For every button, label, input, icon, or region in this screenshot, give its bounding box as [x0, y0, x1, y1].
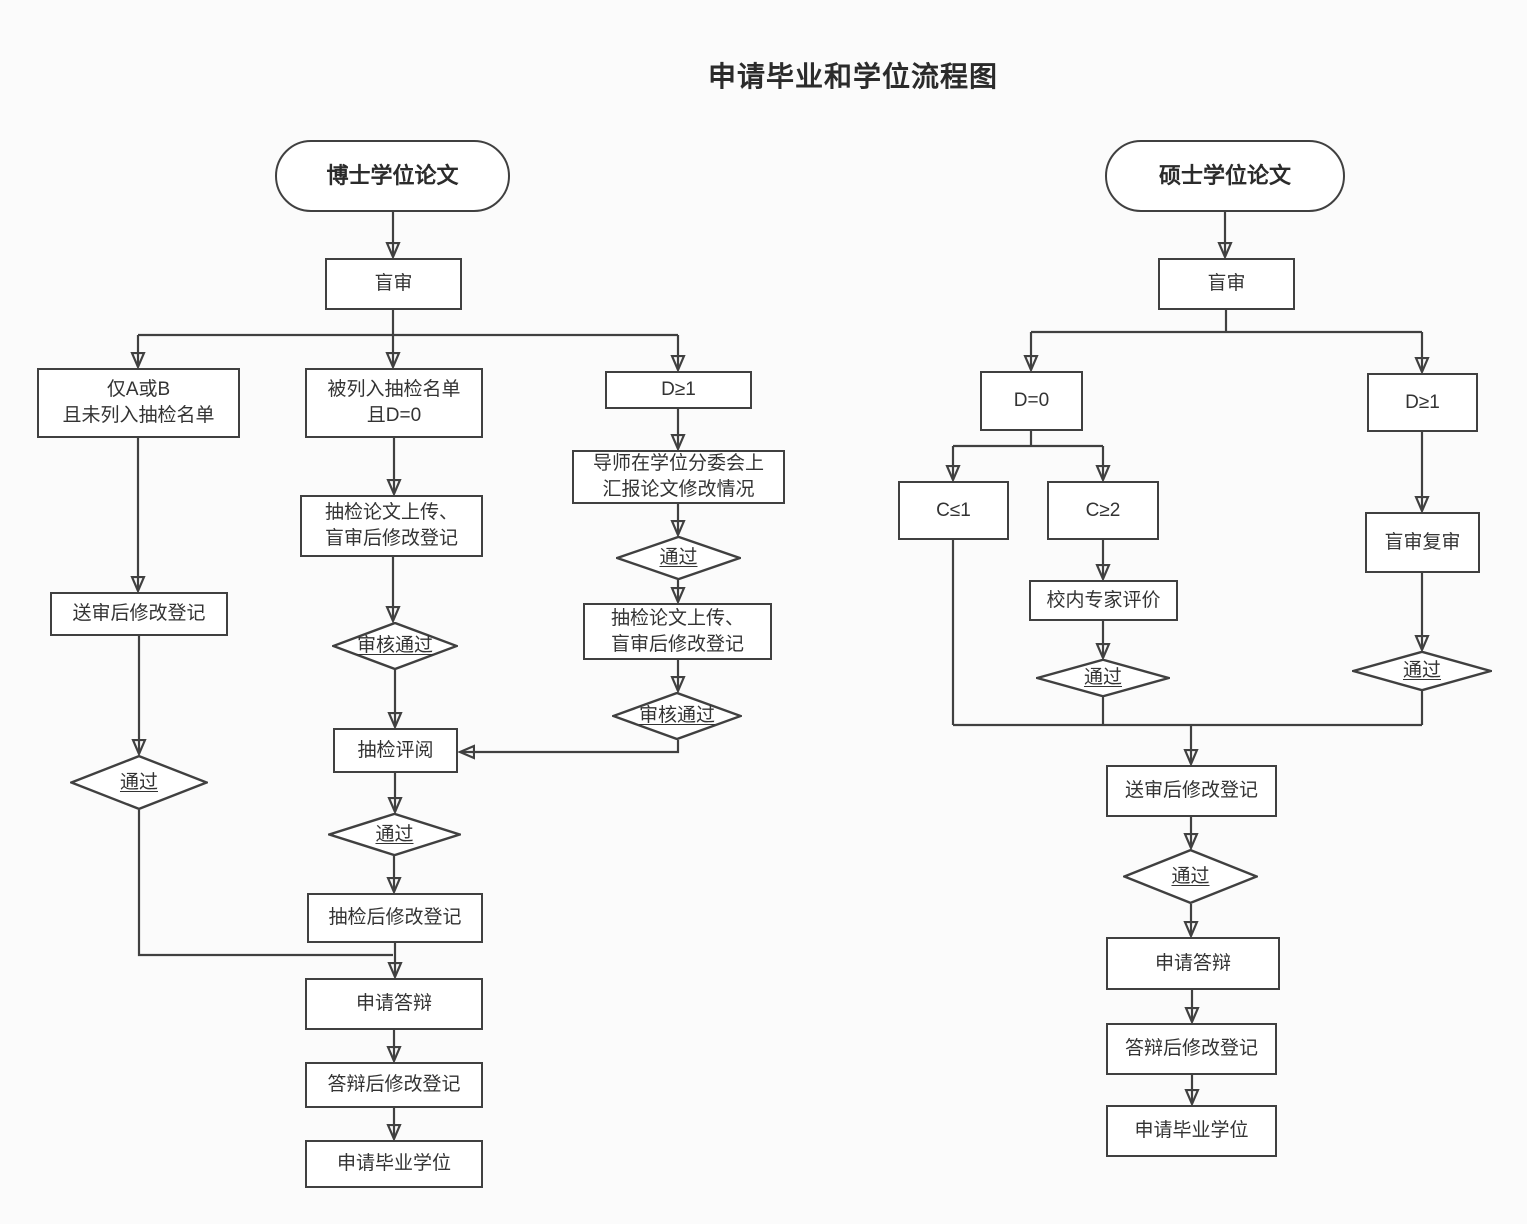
diamond-shape [616, 536, 741, 580]
ms-post-review-registration-box: 送审后修改登记 [1106, 765, 1277, 817]
phd-post-spot-check-registration-box: 抽检后修改登记 [307, 893, 483, 943]
diagram-title: 申请毕业和学位流程图 [707, 61, 998, 92]
phd-audit-pass-mid-diamond: 审核通过 [332, 622, 458, 670]
ms-pass-expert-diamond: 通过 [1036, 659, 1170, 697]
phd-upload-right-label: 抽检论文上传、 盲审后修改登记 [610, 607, 744, 655]
ms-blind-review-box: 盲审 [1158, 258, 1295, 310]
ms-apply-degree-box: 申请毕业学位 [1106, 1105, 1277, 1157]
phd-start-terminator: 博士学位论文 [275, 140, 510, 212]
phd-audit-pass-right-diamond: 审核通过 [612, 692, 742, 740]
phd-start-label: 博士学位论文 [326, 163, 459, 189]
phd-blind-review-label: 盲审 [374, 273, 413, 295]
ms-d0-label: D=0 [1013, 390, 1050, 412]
ms-start-terminator: 硕士学位论文 [1105, 140, 1345, 212]
ms-c-ge-2-label: C≥2 [1085, 499, 1121, 521]
ms-blind-re-review-label: 盲审复审 [1384, 531, 1461, 553]
ms-c-le-1-box: C≤1 [898, 481, 1009, 540]
phd-pass-right-label: 通过 [659, 547, 698, 569]
phd-apply-degree-box: 申请毕业学位 [305, 1140, 483, 1188]
ms-pass-expert-label: 通过 [1083, 667, 1122, 689]
phd-pass-mid-label: 通过 [375, 823, 414, 845]
ms-apply-defense-label: 申请答辩 [1154, 952, 1231, 974]
phd-pass-left-diamond: 通过 [70, 755, 208, 810]
phd-upload-right-box: 抽检论文上传、 盲审后修改登记 [583, 603, 772, 660]
phd-supervisor-report-label: 导师在学位分委会上 汇报论文修改情况 [592, 453, 764, 500]
diamond-shape [1036, 659, 1170, 697]
phd-d-ge-1-label: D≥1 [661, 379, 696, 401]
ms-post-review-registration-label: 送审后修改登记 [1124, 780, 1258, 802]
ms-c-le-1-label: C≤1 [936, 499, 971, 521]
phd-audit-pass-right-label: 审核通过 [638, 705, 715, 727]
phd-upload-mid-box: 抽检论文上传、 盲审后修改登记 [300, 495, 483, 557]
phd-post-review-registration-label: 送审后修改登记 [72, 603, 206, 625]
ms-expert-evaluation-label: 校内专家评价 [1046, 589, 1161, 611]
phd-post-spot-check-registration-label: 抽检后修改登记 [328, 907, 462, 929]
diamond-shape [1123, 849, 1258, 904]
diamond-shape [332, 622, 458, 670]
master-edges [953, 212, 1422, 1103]
ms-post-defense-registration-box: 答辩后修改登记 [1106, 1023, 1277, 1075]
phd-pass-left-label: 通过 [119, 771, 158, 793]
phd-listed-d0-box: 被列入抽检名单 且D=0 [305, 368, 483, 438]
phd-upload-mid-label: 抽检论文上传、 盲审后修改登记 [324, 502, 458, 549]
phd-post-defense-registration-box: 答辩后修改登记 [305, 1062, 483, 1108]
ms-pass-re-review-label: 通过 [1402, 660, 1441, 682]
phd-apply-defense-box: 申请答辩 [305, 978, 483, 1030]
ms-pass-re-review-diamond: 通过 [1352, 651, 1492, 691]
phd-apply-degree-label: 申请毕业学位 [336, 1153, 451, 1175]
diamond-shape [70, 755, 208, 810]
phd-spot-check-review-box: 抽检评阅 [333, 728, 458, 773]
ms-blind-review-label: 盲审 [1207, 273, 1246, 295]
ms-apply-degree-label: 申请毕业学位 [1134, 1120, 1249, 1142]
phd-pass-mid-diamond: 通过 [328, 813, 461, 856]
diamond-shape [612, 692, 742, 740]
phd-post-defense-registration-label: 答辩后修改登记 [327, 1074, 461, 1096]
ms-pass-final-diamond: 通过 [1123, 849, 1258, 904]
ms-d-ge-1-box: D≥1 [1367, 373, 1478, 432]
phd-listed-d0-label: 被列入抽检名单 且D=0 [327, 379, 461, 426]
ms-start-label: 硕士学位论文 [1158, 163, 1291, 189]
ms-d-ge-1-label: D≥1 [1405, 391, 1440, 413]
phd-only-ab-box: 仅A或B 且未列入抽检名单 [37, 368, 240, 438]
ms-post-defense-registration-label: 答辩后修改登记 [1124, 1038, 1258, 1060]
phd-blind-review-box: 盲审 [325, 258, 462, 310]
diamond-shape [1352, 651, 1492, 691]
ms-d0-box: D=0 [980, 371, 1083, 431]
phd-d-ge-1-box: D≥1 [605, 371, 752, 409]
phd-supervisor-report-box: 导师在学位分委会上 汇报论文修改情况 [572, 450, 785, 504]
ms-pass-final-label: 通过 [1171, 865, 1210, 887]
phd-only-ab-label: 仅A或B 且未列入抽检名单 [62, 379, 215, 426]
ms-blind-re-review-box: 盲审复审 [1365, 512, 1480, 573]
phd-post-review-registration-box: 送审后修改登记 [50, 592, 228, 636]
phd-pass-right-diamond: 通过 [616, 536, 741, 580]
ms-c-ge-2-box: C≥2 [1047, 481, 1159, 540]
phd-spot-check-review-label: 抽检评阅 [357, 739, 434, 761]
ms-expert-evaluation-box: 校内专家评价 [1029, 580, 1178, 621]
phd-apply-defense-label: 申请答辩 [355, 993, 432, 1015]
ms-apply-defense-box: 申请答辩 [1106, 937, 1280, 990]
diamond-shape [328, 813, 461, 856]
phd-audit-pass-mid-label: 审核通过 [356, 635, 433, 657]
doctoral-edges [138, 212, 678, 1138]
